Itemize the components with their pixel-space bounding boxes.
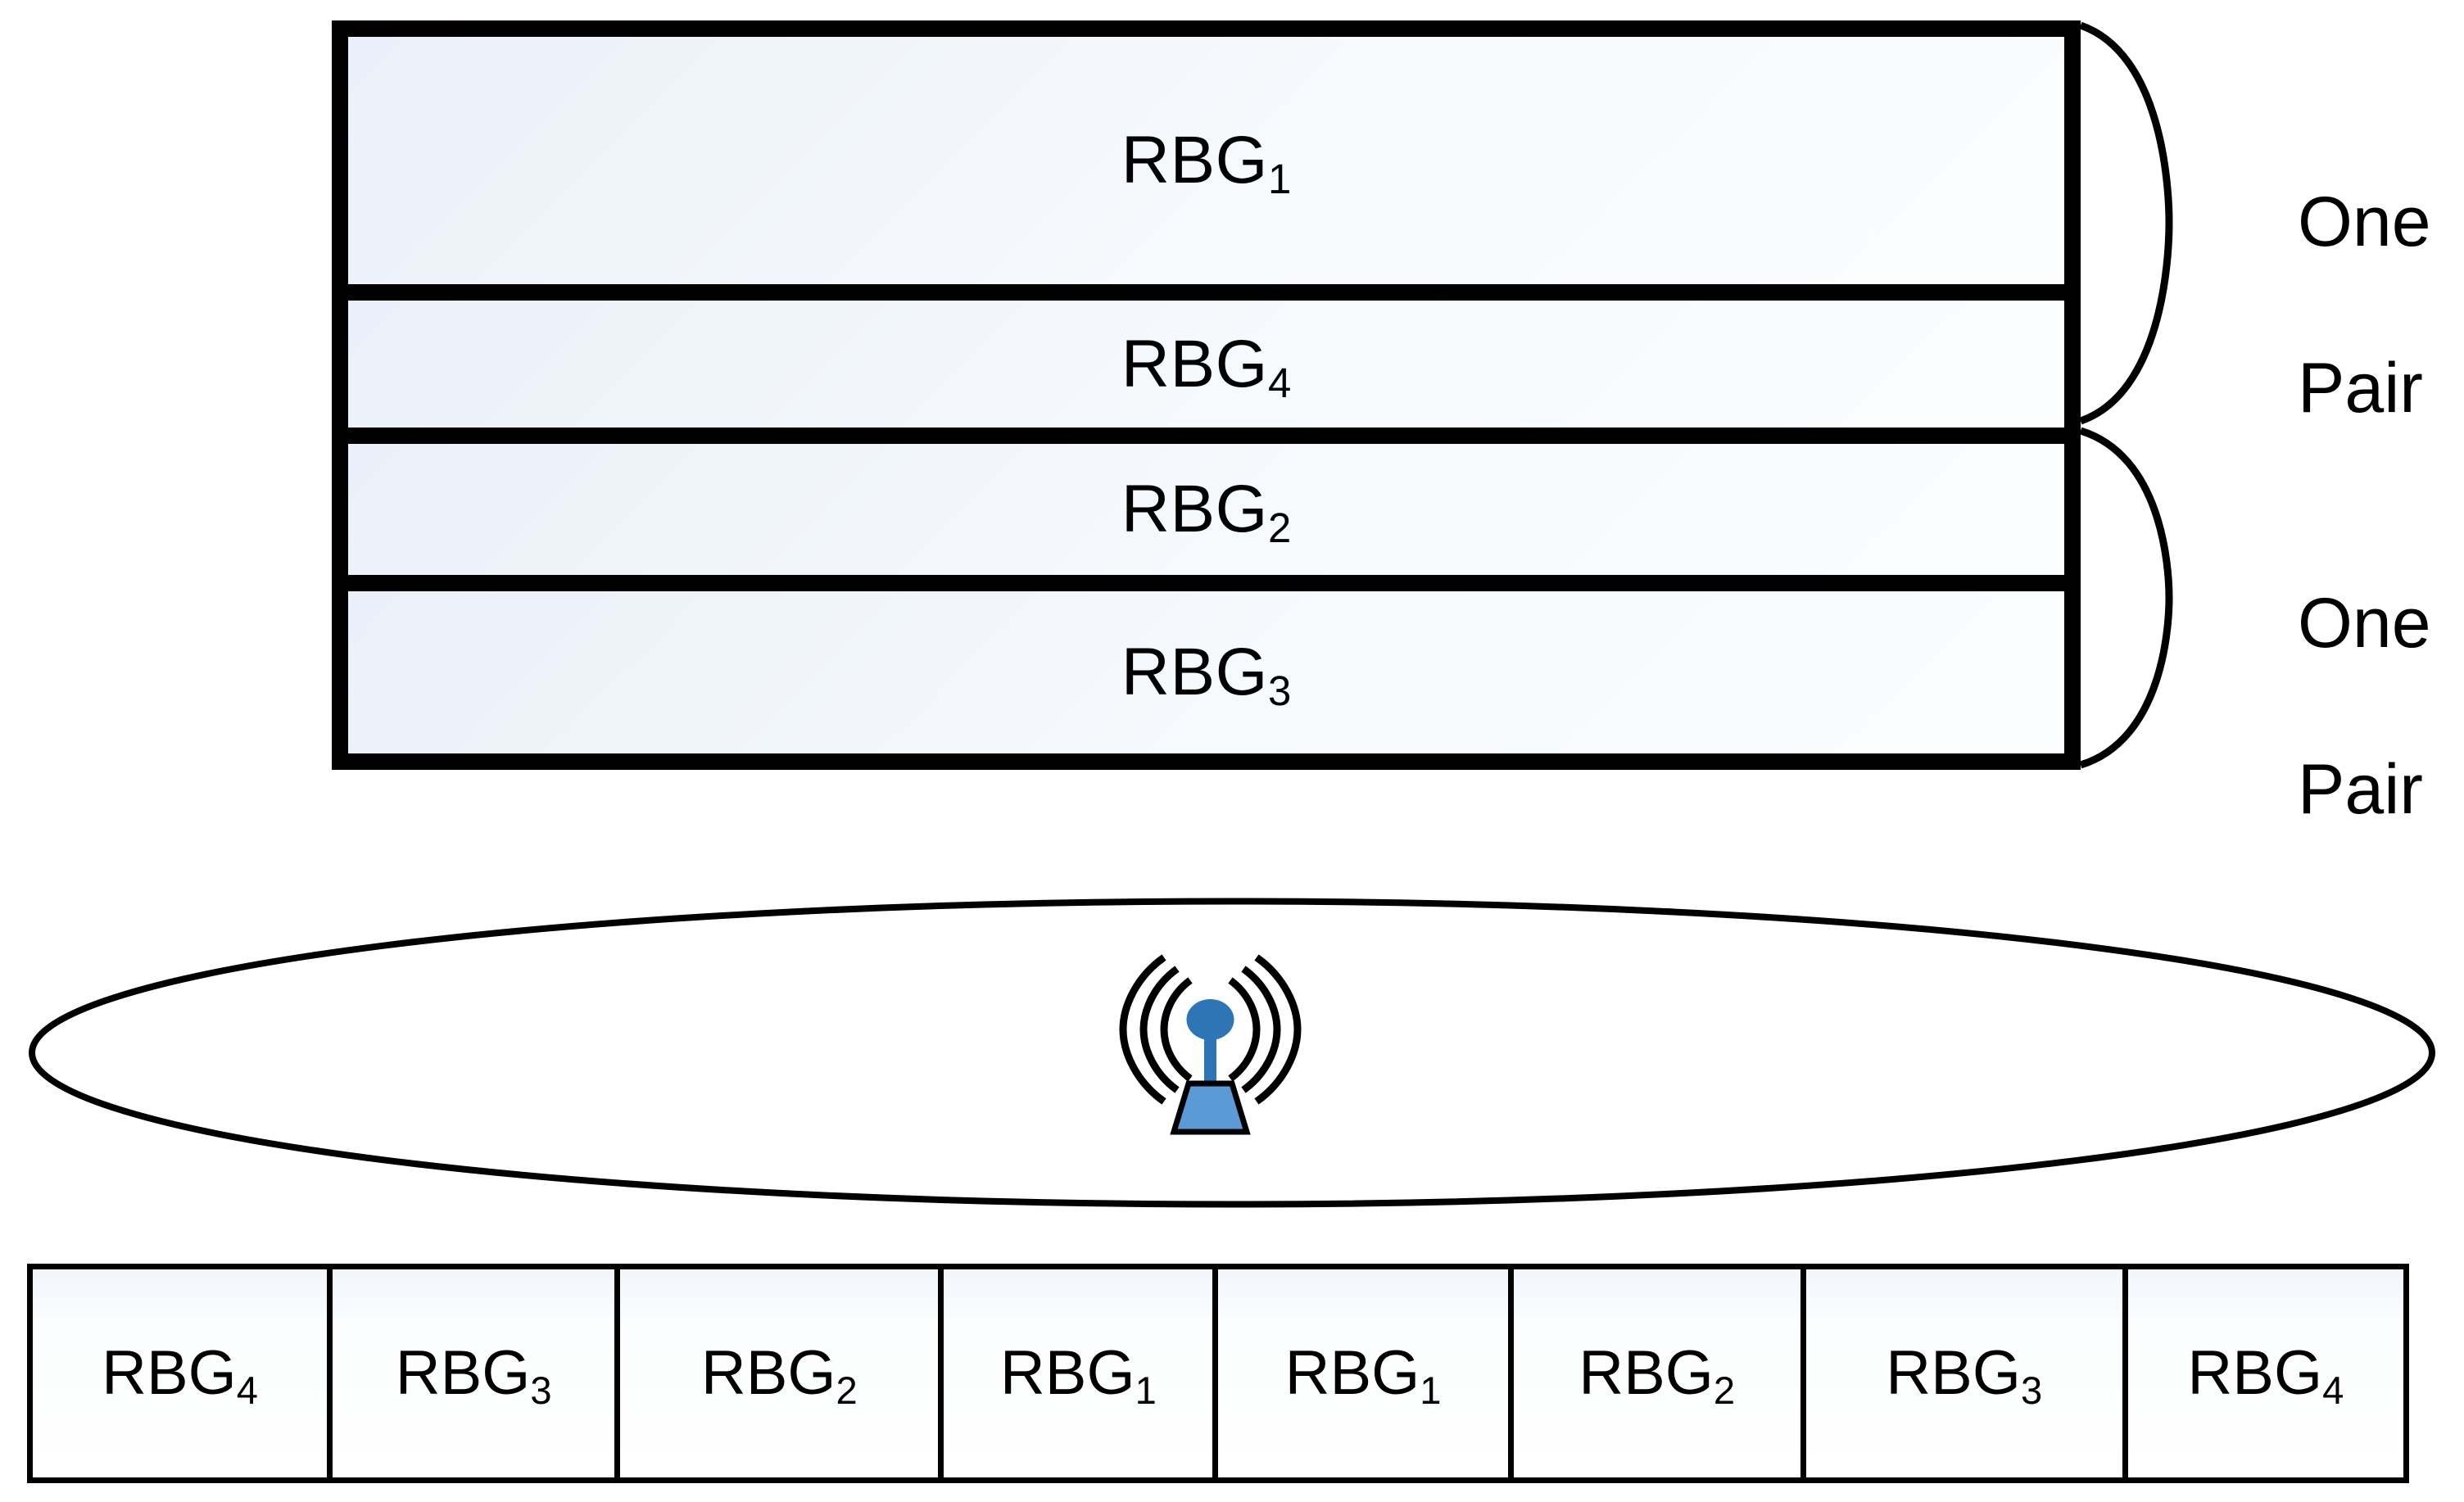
rbg-row-1-subscript: 1 [1267, 156, 1292, 203]
strip-cell-5-subscript: 1 [1420, 1369, 1442, 1413]
pair-label-lower: One Pair [2298, 500, 2431, 915]
rbg-allocation-strip: RBG4 RBG3 RBG2 RBG1 RBG1 RBG2 [27, 1264, 2409, 1483]
rbg-row-1-label: RBG1 [1121, 123, 1292, 203]
pair-brace-lower [2064, 426, 2171, 770]
strip-cell-3-label: RBG2 [700, 1338, 858, 1413]
pair-label-upper-line1: One [2298, 183, 2431, 262]
strip-cell-4: RBG1 [944, 1269, 1219, 1477]
rbg-row-3: RBG2 [348, 444, 2064, 575]
strip-cell-6: RBG2 [1513, 1269, 1806, 1477]
rbg-row-2-subscript: 4 [1267, 359, 1292, 406]
rbg-row-4-label: RBG3 [1121, 635, 1292, 715]
strip-cell-6-subscript: 2 [1713, 1369, 1736, 1413]
strip-cell-1: RBG4 [33, 1269, 333, 1477]
rbg-row-2: RBG4 [348, 301, 2064, 428]
strip-cell-4-subscript: 1 [1135, 1369, 1157, 1413]
rbg-stack-block: RBG1 RBG4 RBG2 RBG3 [332, 20, 2081, 770]
pair-label-lower-line2: Pair [2298, 750, 2423, 830]
strip-cell-2-subscript: 3 [530, 1369, 552, 1413]
pair-label-lower-line1: One [2298, 584, 2431, 663]
rbg-row-4: RBG3 [348, 591, 2064, 753]
rbg-row-3-subscript: 2 [1267, 504, 1292, 552]
strip-cell-7: RBG3 [1805, 1269, 2128, 1477]
rbg-row-2-label: RBG4 [1121, 326, 1292, 406]
pair-label-upper: One Pair [2298, 98, 2431, 513]
strip-cell-4-label: RBG1 [999, 1338, 1157, 1413]
base-station-antenna-icon [1110, 938, 1311, 1138]
rbg-row-3-label: RBG2 [1121, 472, 1292, 552]
strip-cell-5: RBG1 [1218, 1269, 1514, 1477]
cell-coverage-ellipse [26, 895, 2438, 1210]
strip-cell-3-subscript: 2 [836, 1369, 858, 1413]
rbg-row-4-subscript: 3 [1267, 667, 1292, 715]
strip-cell-2-label: RBG3 [395, 1338, 552, 1413]
strip-cell-1-label: RBG4 [102, 1338, 258, 1413]
pair-brace-upper [2064, 20, 2171, 426]
strip-cell-6-label: RBG2 [1578, 1338, 1736, 1413]
strip-cell-5-label: RBG1 [1284, 1338, 1442, 1413]
strip-cell-3: RBG2 [620, 1269, 944, 1477]
strip-cell-7-label: RBG3 [1886, 1338, 2043, 1413]
strip-cell-8-label: RBG4 [2187, 1338, 2344, 1413]
strip-cell-8: RBG4 [2127, 1269, 2403, 1477]
pair-label-upper-line2: Pair [2298, 349, 2423, 428]
strip-cell-7-subscript: 3 [2020, 1369, 2043, 1413]
strip-cell-2: RBG3 [333, 1269, 621, 1477]
rbg-row-1: RBG1 [348, 37, 2064, 284]
strip-cell-1-subscript: 4 [236, 1369, 258, 1413]
strip-cell-8-subscript: 4 [2322, 1369, 2344, 1413]
